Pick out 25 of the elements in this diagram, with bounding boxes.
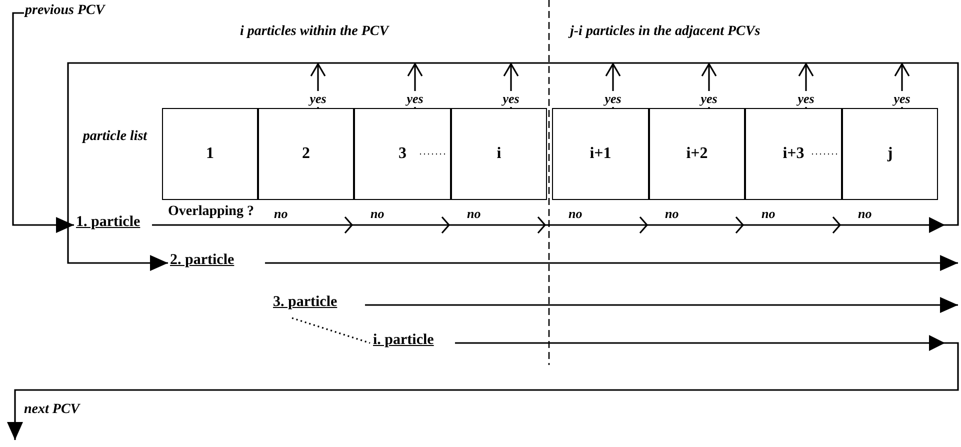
branch-label: no — [568, 206, 582, 222]
particle-label: 1. particle — [76, 214, 140, 231]
list-cell: i+3 — [745, 108, 842, 200]
branch-label: no — [370, 206, 384, 222]
branch-label: no — [762, 206, 776, 222]
branch-label: no — [858, 206, 872, 222]
section-heading: i particles within the PCV — [240, 24, 389, 40]
flow-label: next PCV — [24, 402, 80, 418]
branch-label: no — [665, 206, 679, 222]
branch-label: no — [274, 206, 288, 222]
particle-label: 2. particle — [170, 252, 234, 269]
flow-label: previous PCV — [25, 3, 105, 19]
particle-label: i. particle — [373, 332, 434, 349]
list-cell: i — [451, 108, 547, 200]
list-cell: 1 — [162, 108, 258, 200]
list-cell: i+2 — [649, 108, 745, 200]
section-heading: j-i particles in the adjacent PCVs — [570, 24, 760, 40]
list-cell: i+1 — [552, 108, 649, 200]
question-label: Overlapping ? — [168, 204, 254, 220]
branch-label: no — [467, 206, 481, 222]
list-cell: j — [842, 108, 938, 200]
list-cell: 2 — [258, 108, 354, 200]
particle-label: 3. particle — [273, 294, 338, 311]
row-label: particle list — [80, 129, 148, 145]
list-cell: 3 — [354, 108, 451, 200]
